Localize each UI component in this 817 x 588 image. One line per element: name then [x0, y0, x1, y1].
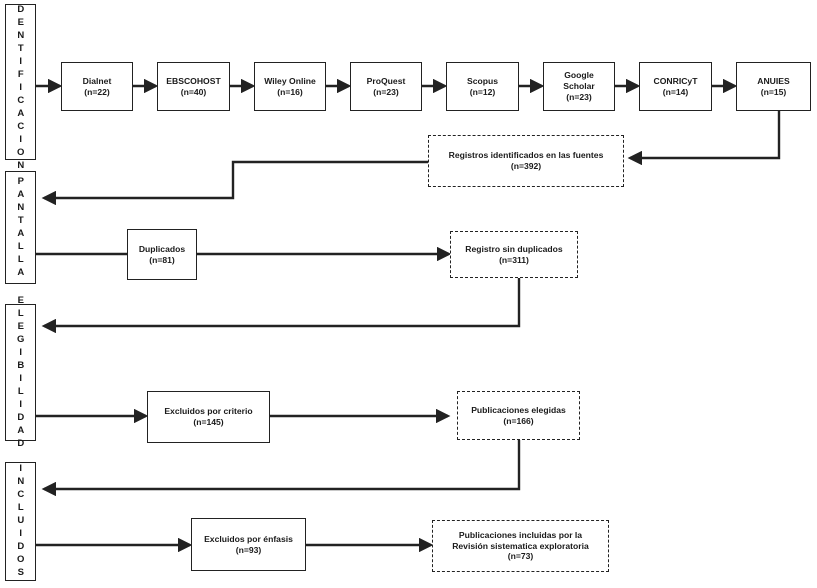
- excluidos-enfasis-count: (n=93): [235, 544, 262, 555]
- registros-identificados-box: Registros identificados en las fuentes (…: [428, 135, 624, 187]
- registros-label: Registros identificados en las fuentes: [448, 150, 604, 161]
- source-count: (n=15): [760, 86, 787, 97]
- source-name: Google Scholar: [563, 70, 595, 92]
- source-count: (n=16): [277, 86, 303, 97]
- elegidas-label: Publicaciones elegidas: [471, 404, 566, 415]
- excluidos-criterio-label: Excluidos por criterio: [164, 406, 253, 417]
- source-name: ProQuest: [366, 75, 406, 86]
- publicaciones-elegidas-box: Publicaciones elegidas (n=166): [457, 391, 580, 440]
- registros-count: (n=392): [510, 161, 542, 171]
- phase-identificacion-label: IDENTIFICACION: [15, 0, 27, 173]
- source-count: (n=23): [566, 91, 592, 102]
- source-count: (n=40): [180, 86, 207, 97]
- excluidos-enfasis-label: Excluidos por énfasis: [204, 533, 293, 544]
- source-count: (n=12): [469, 86, 496, 97]
- source-scopus: Scopus (n=12): [446, 62, 519, 111]
- duplicados-count: (n=81): [149, 254, 175, 265]
- sin-duplicados-box: Registro sin duplicados (n=311): [450, 231, 578, 278]
- phase-pantalla-label: PANTALLA: [15, 175, 27, 280]
- source-name: Dialnet: [82, 75, 112, 86]
- arrow-sin-duplicados-to-elegibilidad: [41, 278, 521, 334]
- phase-elegibilidad-label: ELEGIBILIDAD: [15, 294, 27, 451]
- phase-identificacion: IDENTIFICACION: [5, 0, 36, 173]
- phase-elegibilidad: ELEGIBILIDAD: [5, 295, 36, 451]
- source-anuies: ANUIES (n=15): [736, 62, 811, 111]
- source-proquest: ProQuest (n=23): [350, 62, 422, 111]
- incluidas-count: (n=73): [507, 551, 534, 562]
- source-name: ANUIES: [757, 75, 790, 86]
- duplicados-box: Duplicados (n=81): [127, 229, 197, 280]
- source-name: EBSCOHOST: [166, 75, 221, 86]
- source-count: (n=23): [373, 86, 399, 97]
- excluidos-criterio-count: (n=145): [193, 417, 224, 427]
- phase-incluidos: INCLUIDOS: [5, 462, 36, 581]
- elegidas-count: (n=166): [503, 415, 534, 426]
- arrow-registros-to-pantalla: [41, 160, 428, 206]
- source-conricyt: CONRICyT (n=14): [639, 62, 712, 111]
- excluidos-criterio-box: Excluidos por criterio (n=145): [147, 391, 270, 443]
- source-wiley-online: Wiley Online (n=16): [254, 62, 326, 111]
- source-name: Scopus: [466, 75, 499, 86]
- arrow-elegidas-to-incluidos: [41, 440, 521, 497]
- sin-duplicados-count: (n=311): [499, 254, 529, 265]
- phase-incluidos-label: INCLUIDOS: [15, 463, 27, 580]
- phase-pantalla: PANTALLA: [5, 171, 36, 284]
- source-dialnet: Dialnet (n=22): [61, 62, 133, 111]
- source-ebscohost: EBSCOHOST (n=40): [157, 62, 230, 111]
- duplicados-label: Duplicados: [138, 243, 186, 254]
- sin-duplicados-label: Registro sin duplicados: [465, 243, 563, 254]
- excluidos-enfasis-box: Excluidos por énfasis (n=93): [191, 518, 306, 571]
- publicaciones-incluidas-box: Publicaciones incluidas por la Revisión …: [432, 520, 609, 572]
- source-count: (n=14): [662, 86, 689, 97]
- source-name: Wiley Online: [264, 75, 316, 86]
- incluidas-label: Publicaciones incluidas por la Revisión …: [452, 529, 589, 551]
- arrow-anuies-to-registros: [627, 110, 781, 166]
- source-count: (n=22): [84, 86, 110, 97]
- source-google-scholar: Google Scholar (n=23): [543, 62, 615, 111]
- source-name: CONRICyT: [653, 75, 698, 86]
